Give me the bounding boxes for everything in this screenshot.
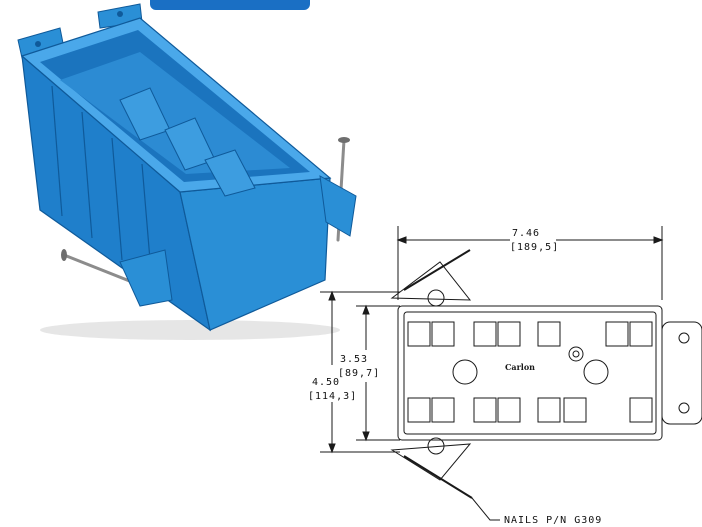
ear-hole-icon bbox=[117, 11, 123, 17]
screw-boss-icon bbox=[568, 346, 584, 362]
cable-clamps-bottom bbox=[407, 397, 653, 423]
overall-height-in-label: 4.50 bbox=[312, 377, 340, 388]
length-in-label: 7.46 bbox=[512, 228, 540, 239]
inner-height-mm-label: [89,7] bbox=[338, 368, 380, 379]
cable-clamps-top bbox=[407, 321, 653, 347]
arrow-icon bbox=[362, 431, 370, 442]
box-inner-outline bbox=[403, 311, 657, 435]
photo-shadow bbox=[40, 320, 340, 340]
nail-bracket-top bbox=[390, 261, 472, 301]
arrow-icon bbox=[396, 236, 407, 244]
ear-hole-icon bbox=[678, 332, 690, 344]
cable-clamps bbox=[119, 87, 256, 197]
screw-boss-icon bbox=[583, 359, 609, 385]
box-outline bbox=[397, 305, 663, 441]
arrow-icon bbox=[328, 290, 336, 301]
arrow-icon bbox=[362, 304, 370, 315]
nail-bracket-right bbox=[319, 175, 357, 237]
nail-bracket-bottom bbox=[390, 443, 472, 481]
inner-height-in-label: 3.53 bbox=[340, 354, 368, 365]
nail-icon bbox=[403, 249, 471, 291]
leader-line bbox=[471, 497, 500, 521]
screw-boss-icon bbox=[452, 359, 478, 385]
overall-height-mm-label: [114,3] bbox=[308, 391, 357, 402]
nails-callout: NAILS P/N G309 bbox=[504, 515, 602, 526]
ear-hole-icon bbox=[35, 41, 41, 47]
nail-icon bbox=[403, 455, 473, 499]
ear-hole-icon bbox=[678, 402, 690, 414]
nail-head-icon bbox=[61, 137, 350, 261]
screw-boss-icon bbox=[572, 350, 580, 358]
mounting-ear bbox=[661, 321, 702, 425]
length-mm-label: [189,5] bbox=[510, 242, 559, 253]
electrical-box-photo bbox=[17, 3, 357, 340]
nail-bracket-left bbox=[119, 249, 173, 307]
arrow-icon bbox=[328, 443, 336, 454]
brand-mark: Carlon bbox=[505, 362, 535, 372]
box-floor bbox=[60, 52, 290, 174]
arrow-icon bbox=[653, 236, 664, 244]
screw-boss-icon bbox=[427, 289, 445, 307]
header-banner bbox=[150, 0, 310, 10]
